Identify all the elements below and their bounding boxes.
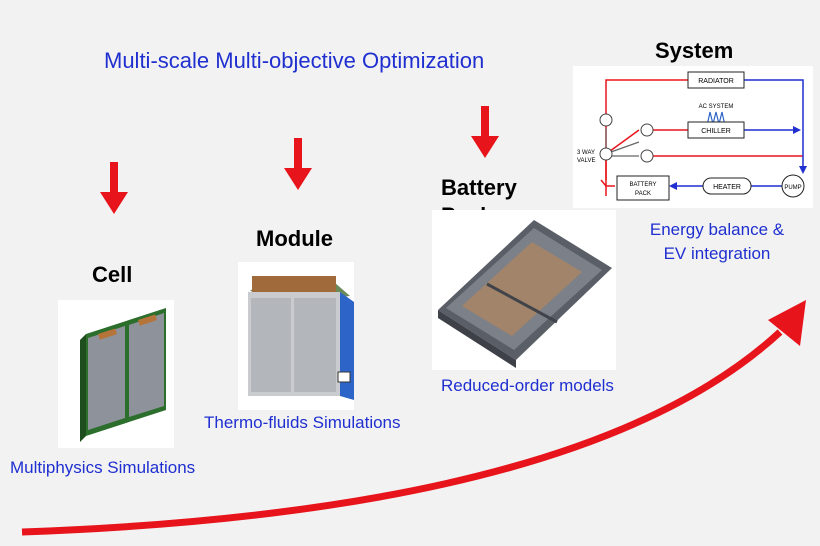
radiator-label: RADIATOR: [698, 78, 734, 85]
down-arrow-module: [284, 138, 312, 190]
battery-pack-image: [432, 210, 616, 370]
heater-label: HEATER: [713, 184, 741, 191]
cell-image: [58, 300, 174, 448]
valve-label-line2: VALVE: [577, 158, 595, 164]
battery-pack-box-line1: BATTERY: [629, 182, 656, 188]
chiller-label: CHILLER: [701, 128, 731, 135]
battery-pack-box-line2: PACK: [635, 191, 651, 197]
pack-label-line1: Battery: [441, 175, 517, 200]
pack-caption: Reduced-order models: [441, 376, 614, 395]
module-image: [238, 262, 354, 410]
valve-label-line1: 3 WAY: [577, 150, 595, 156]
system-caption-line1: Energy balance &: [649, 220, 785, 239]
system-caption: Energy balance & EV integration: [636, 218, 798, 266]
system-label: System: [655, 38, 734, 63]
cell-caption: Multiphysics Simulations: [10, 458, 196, 477]
diagram-title: Multi-scale Multi-objective Optimization: [104, 48, 485, 73]
down-arrow-pack: [471, 106, 499, 158]
ac-system-label: AC SYSTEM: [699, 104, 734, 110]
system-diagram: RADIATOR AC SYSTEM CHILLER 3 WAY VALVE B…: [573, 66, 813, 208]
down-arrow-cell: [100, 162, 128, 214]
cell-label: Cell: [92, 262, 133, 287]
system-caption-line2: EV integration: [663, 244, 771, 263]
pump-label: PUMP: [784, 185, 801, 191]
module-label: Module: [256, 226, 333, 251]
module-caption: Thermo-fluids Simulations: [204, 413, 401, 432]
